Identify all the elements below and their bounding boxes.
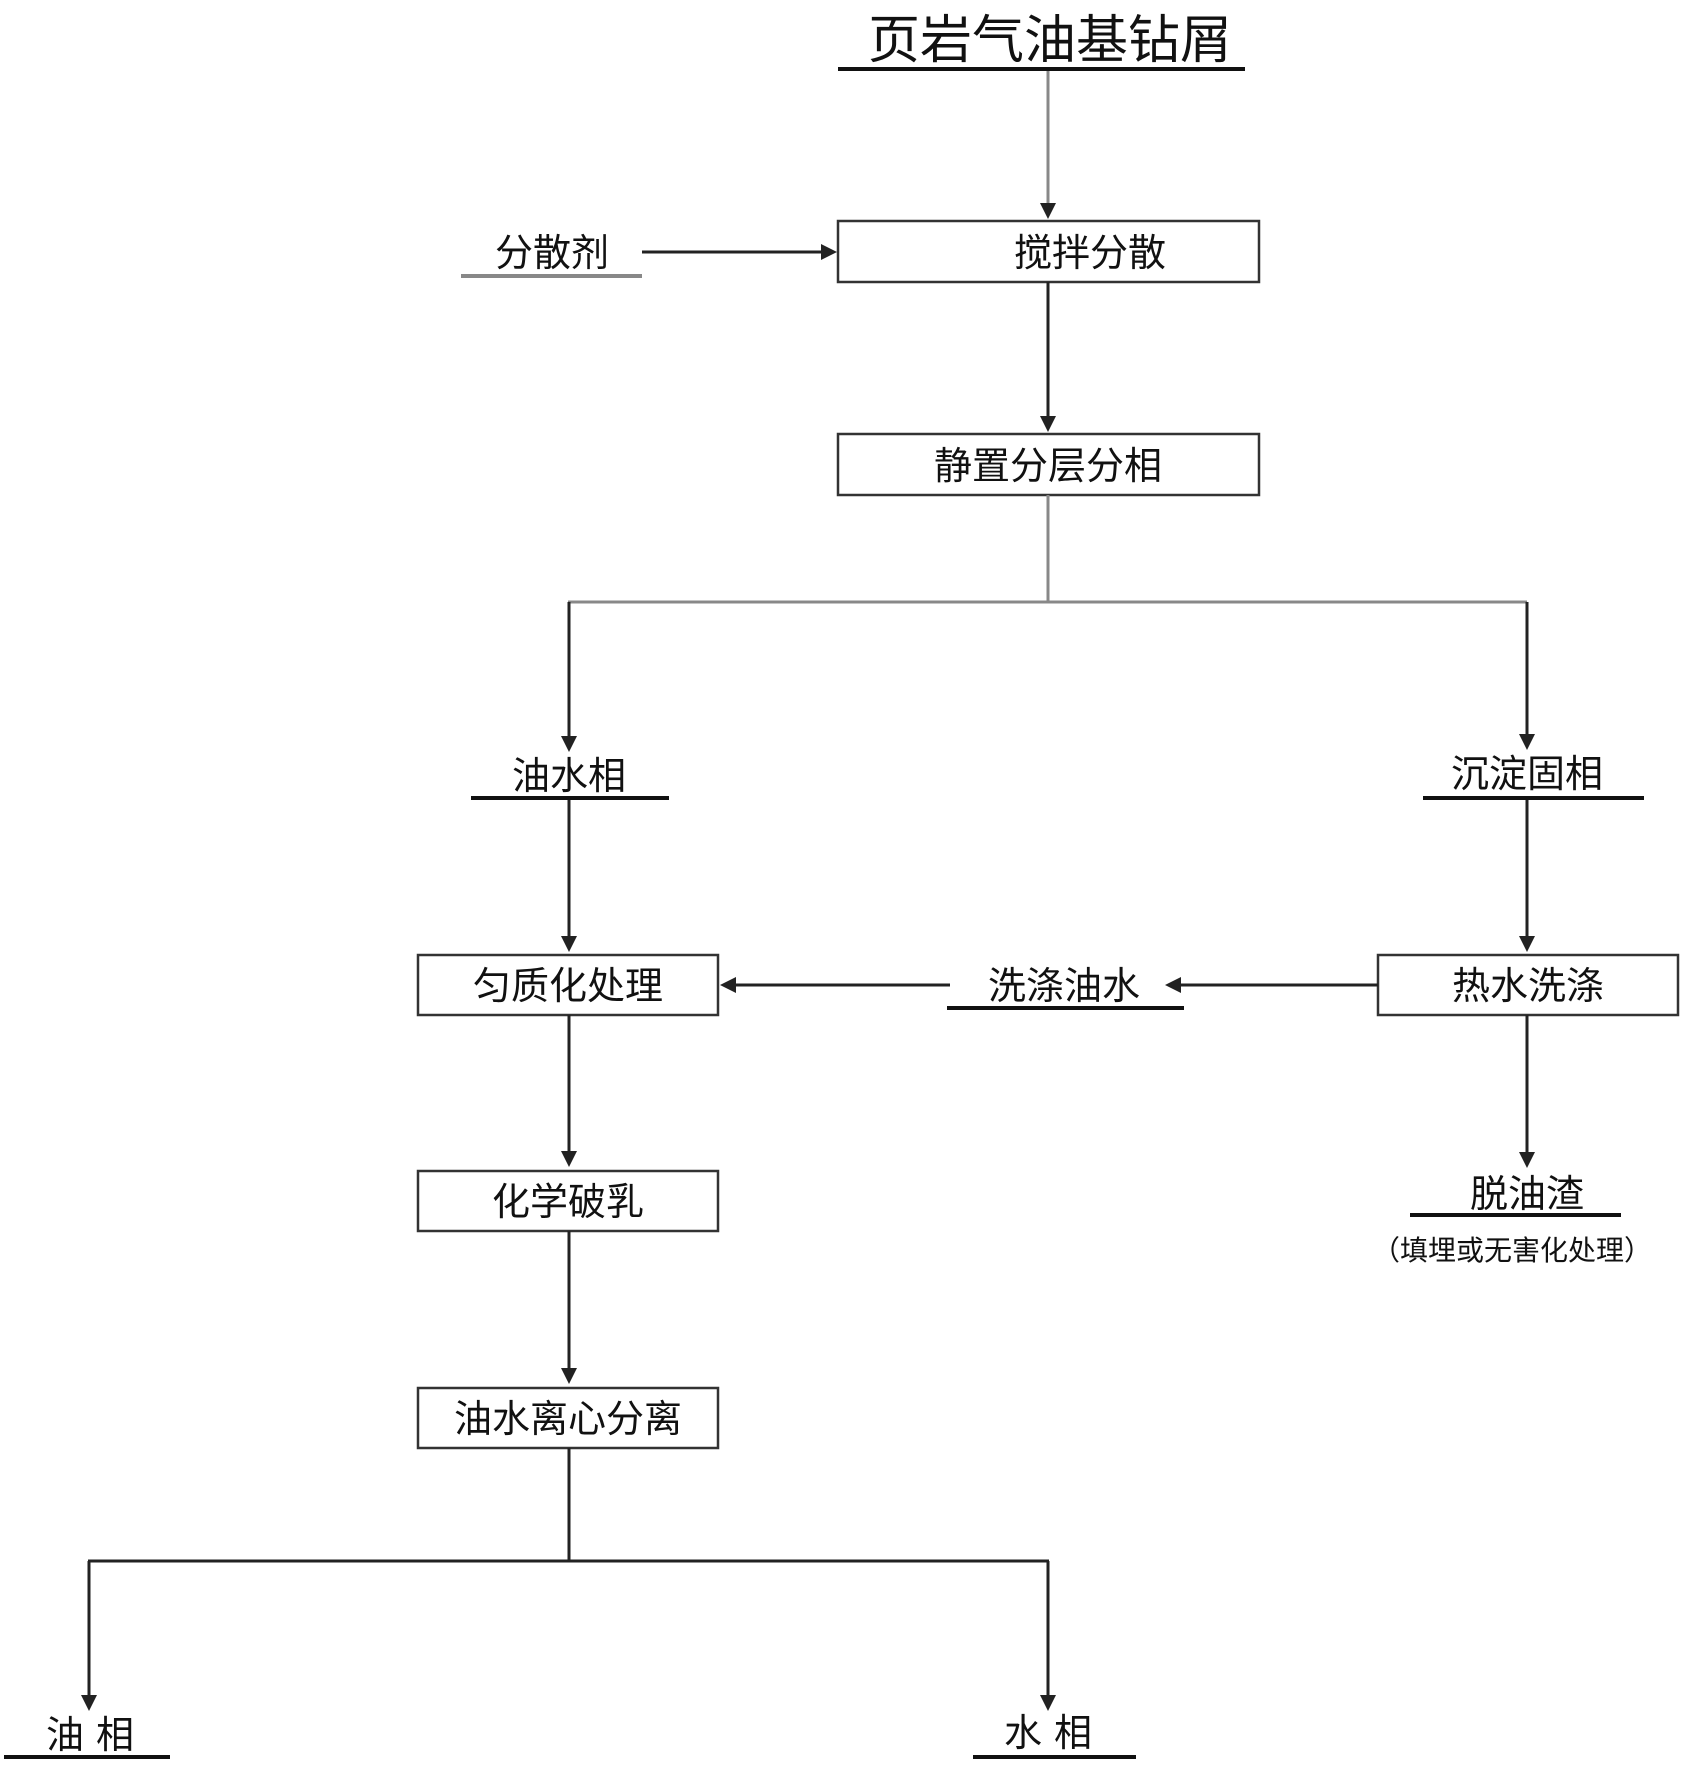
arrowhead-to-demulsify	[561, 1151, 577, 1167]
arrowhead-to-homogenize-side	[720, 977, 736, 993]
arrowhead-to-oil-water-phase	[561, 736, 577, 752]
box-demulsify	[416, 1169, 720, 1233]
arrowhead-to-homogenize	[561, 936, 577, 952]
node-oil-phase: 油 相	[46, 1713, 134, 1757]
arrowhead-to-solid-phase	[1519, 734, 1535, 750]
box-settle-separate-label: 静置分层分相	[934, 444, 1162, 488]
node-deoiled-residue: 脱油渣	[1470, 1172, 1584, 1216]
node-solid-phase: 沉淀固相	[1451, 752, 1603, 796]
arrowhead-to-settle	[1040, 416, 1056, 432]
box-homogenize-label: 匀质化处理	[473, 964, 663, 1008]
box-homogenize	[416, 953, 720, 1017]
arrowhead-to-wash-water	[1165, 977, 1181, 993]
arrowhead-to-water-phase	[1040, 1695, 1056, 1711]
box-centrifuge-label: 油水离心分离	[454, 1397, 682, 1441]
arrowhead-to-hot-wash	[1519, 936, 1535, 952]
box-hot-wash-label: 热水洗涤	[1452, 964, 1604, 1008]
arrowhead-to-oil-phase	[81, 1695, 97, 1711]
arrowhead-to-centrifuge	[561, 1368, 577, 1384]
arrowhead-dispersant	[821, 244, 837, 260]
box-stir-disperse	[836, 219, 1261, 284]
title-shale-oil-cuttings: 页岩气油基钻屑	[868, 11, 1232, 71]
node-oil-water-phase: 油水相	[512, 754, 626, 798]
box-demulsify-label: 化学破乳	[492, 1180, 644, 1224]
node-water-phase: 水 相	[1004, 1711, 1092, 1755]
arrowhead-to-residue	[1519, 1152, 1535, 1168]
box-stir-disperse-label: 搅拌分散	[1014, 231, 1166, 275]
note-landfill-or-harmless: （填埋或无害化处理）	[1372, 1234, 1652, 1267]
arrowhead-to-stir	[1040, 203, 1056, 219]
node-wash-water: 洗涤油水	[988, 964, 1140, 1008]
input-dispersant-label: 分散剂	[495, 231, 609, 275]
